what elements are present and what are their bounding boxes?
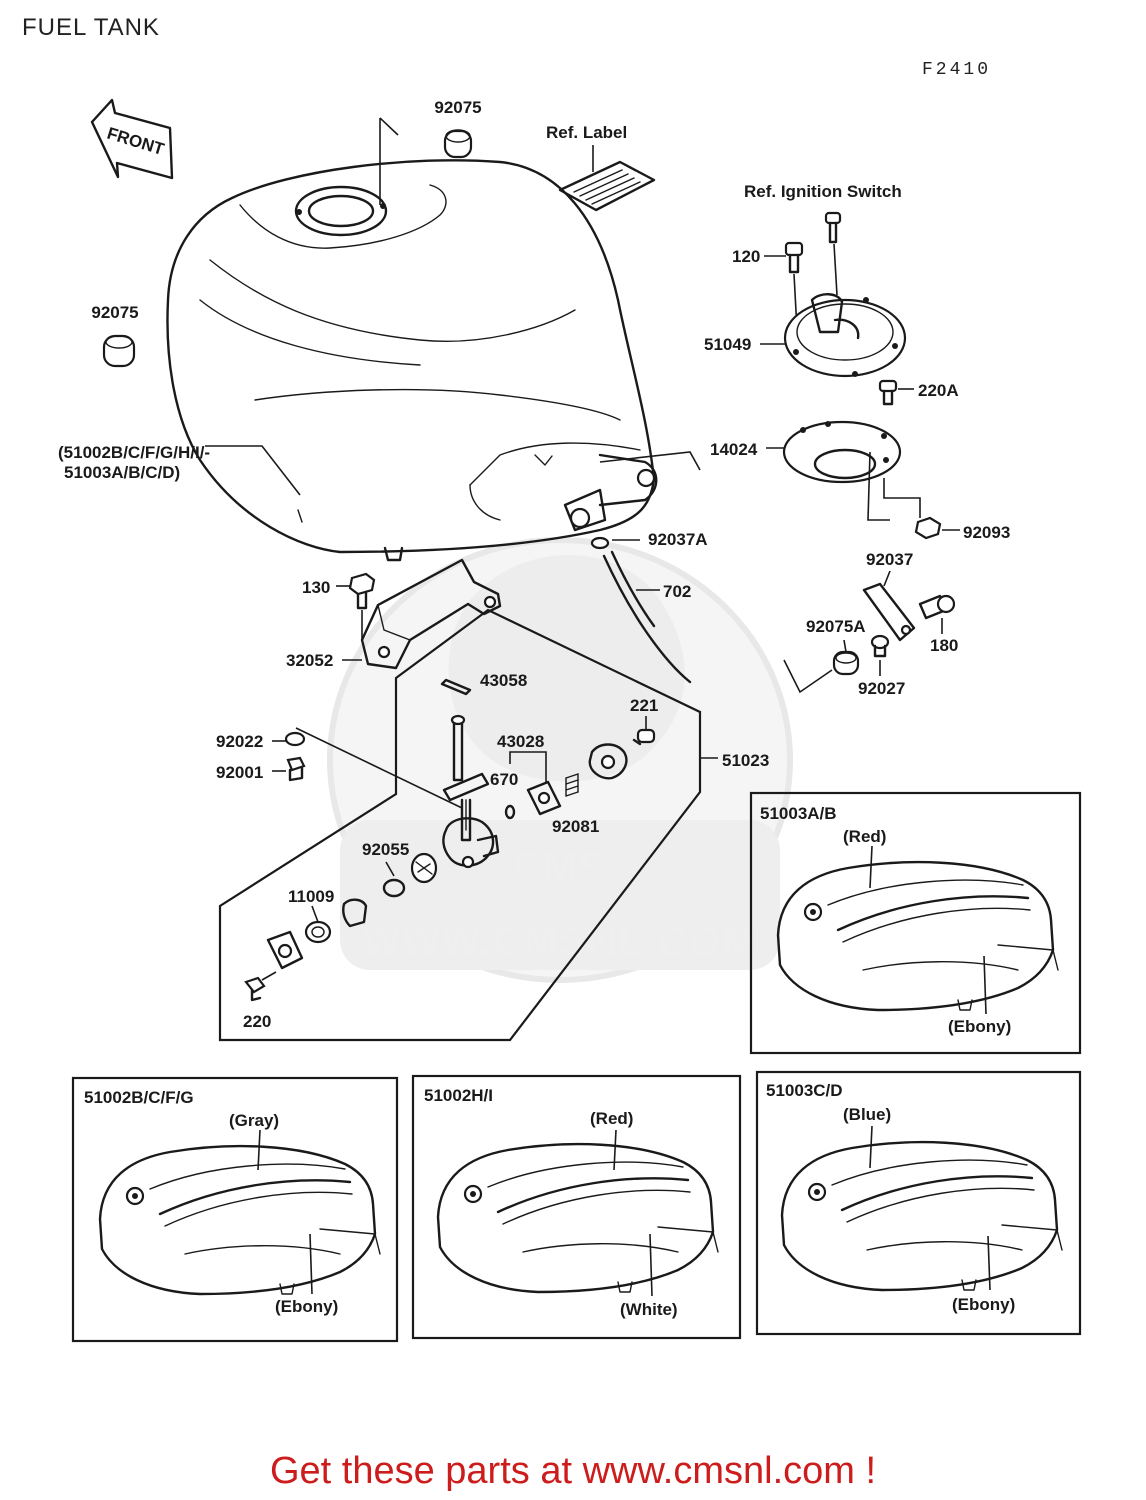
variant-body-color: (Ebony)	[952, 1295, 1015, 1314]
screw-220	[244, 971, 277, 1002]
callout-92075A: 92075A	[806, 617, 866, 636]
callout-92022: 92022	[216, 732, 263, 751]
variant-panel-51003CD: 51003C/D (Blue) (Ebony)	[755, 1070, 1082, 1336]
callout-670: 670	[490, 770, 518, 789]
call-to-action-link[interactable]: Get these parts at www.cmsnl.com !	[269, 1450, 877, 1492]
callout-120: 120	[732, 247, 760, 266]
front-arrow-icon: FRONT	[90, 98, 174, 180]
tank-model-label-line2: 51003A/B/C/D)	[64, 463, 180, 482]
filter-screen	[410, 852, 438, 884]
collar-92027	[870, 634, 890, 658]
callout-51049: 51049	[704, 335, 751, 354]
gasket-14024	[782, 420, 902, 484]
ref-label-text: Ref. Label	[546, 123, 627, 142]
callout-43028: 43028	[497, 732, 544, 751]
callout-43058: 43058	[480, 671, 527, 690]
variant-stripe-color: (Red)	[843, 827, 886, 846]
callout-92027: 92027	[858, 679, 905, 698]
petcock-box-outline	[218, 608, 702, 1042]
callout-92055: 92055	[362, 840, 409, 859]
callout-11009: 11009	[288, 887, 334, 906]
plate-220-mount	[266, 930, 304, 970]
variant-stripe-color: (Red)	[590, 1109, 633, 1128]
bolt-180	[918, 594, 956, 634]
fuel-cap-51049	[783, 293, 907, 378]
fuel-tank-main	[166, 159, 658, 562]
variant-code: 51003C/D	[766, 1081, 843, 1100]
oring-670	[504, 804, 516, 820]
front-arrow-label: FRONT	[105, 124, 167, 159]
callout-221: 221	[630, 696, 658, 715]
callout-14024: 14024	[710, 440, 758, 459]
callout-220: 220	[243, 1012, 271, 1031]
bolt-130	[348, 572, 376, 640]
bolt-92001	[286, 756, 306, 782]
screw-221	[632, 728, 656, 746]
variant-body-color: (Ebony)	[275, 1297, 338, 1316]
callout-92081: 92081	[552, 817, 599, 836]
variant-code: 51002B/C/F/G	[84, 1088, 194, 1107]
strap-92037	[862, 582, 916, 642]
variant-code: 51002H/I	[424, 1086, 493, 1105]
watermark-logo: CMS	[513, 845, 608, 889]
screw-220A	[878, 379, 898, 406]
callout-92001: 92001	[216, 763, 263, 782]
callout-220A: 220A	[918, 381, 959, 400]
callout-130: 130	[302, 578, 330, 597]
damper-92075-left	[102, 334, 136, 368]
callout-180: 180	[930, 636, 958, 655]
oring-92055	[382, 878, 406, 898]
washer-92022	[284, 731, 306, 747]
callout-92037A: 92037A	[648, 530, 708, 549]
leaders-top	[205, 117, 701, 496]
damper-92075-top	[443, 129, 473, 159]
gasket-11009	[304, 920, 332, 944]
variant-stripe-color: (Blue)	[843, 1105, 891, 1124]
spring-92081	[565, 773, 579, 797]
callout-32052: 32052	[286, 651, 333, 670]
watermark-url: WWW.CMSNL.COM	[363, 920, 758, 964]
damper-92075A	[832, 650, 860, 676]
variant-code: 51003A/B	[760, 804, 837, 823]
variant-body-color: (Ebony)	[948, 1017, 1011, 1036]
variant-panel-51003AB: 51003A/B (Red) (Ebony)	[749, 791, 1082, 1055]
callout-92093: 92093	[963, 523, 1010, 542]
callout-51023: 51023	[722, 751, 769, 770]
callout-702: 702	[663, 582, 691, 601]
tank-model-label-line1: (51002B/C/F/G/H/I/-	[58, 443, 210, 462]
variant-panel-51002BCFG: 51002B/C/F/G (Gray) (Ebony)	[71, 1076, 399, 1343]
bracket-32052	[360, 558, 502, 670]
cover-43028	[588, 743, 628, 780]
callout-92075-left: 92075	[91, 303, 138, 322]
variant-stripe-color: (Gray)	[229, 1111, 279, 1130]
callout-92075-top: 92075	[434, 98, 481, 117]
clip-92037A	[590, 536, 610, 550]
bowl-drain	[342, 898, 368, 928]
ref-ignition-switch-text: Ref. Ignition Switch	[744, 182, 902, 201]
diaphragm-43028	[526, 780, 562, 816]
plate-43058	[440, 678, 472, 696]
page-title: FUEL TANK	[22, 14, 160, 41]
ref-label-plate	[558, 160, 656, 212]
nut-92093	[914, 516, 942, 540]
hose-702	[602, 550, 692, 684]
figure-code: F2410	[922, 60, 992, 80]
variant-panel-51002HI: 51002H/I (Red) (White)	[411, 1074, 742, 1340]
watermark: CMS WWW.CMSNL.COM	[327, 537, 793, 983]
variant-body-color: (White)	[620, 1300, 678, 1319]
ignition-bolt	[824, 211, 842, 296]
callout-92037: 92037	[866, 550, 913, 569]
fuel-petcock	[442, 714, 500, 869]
